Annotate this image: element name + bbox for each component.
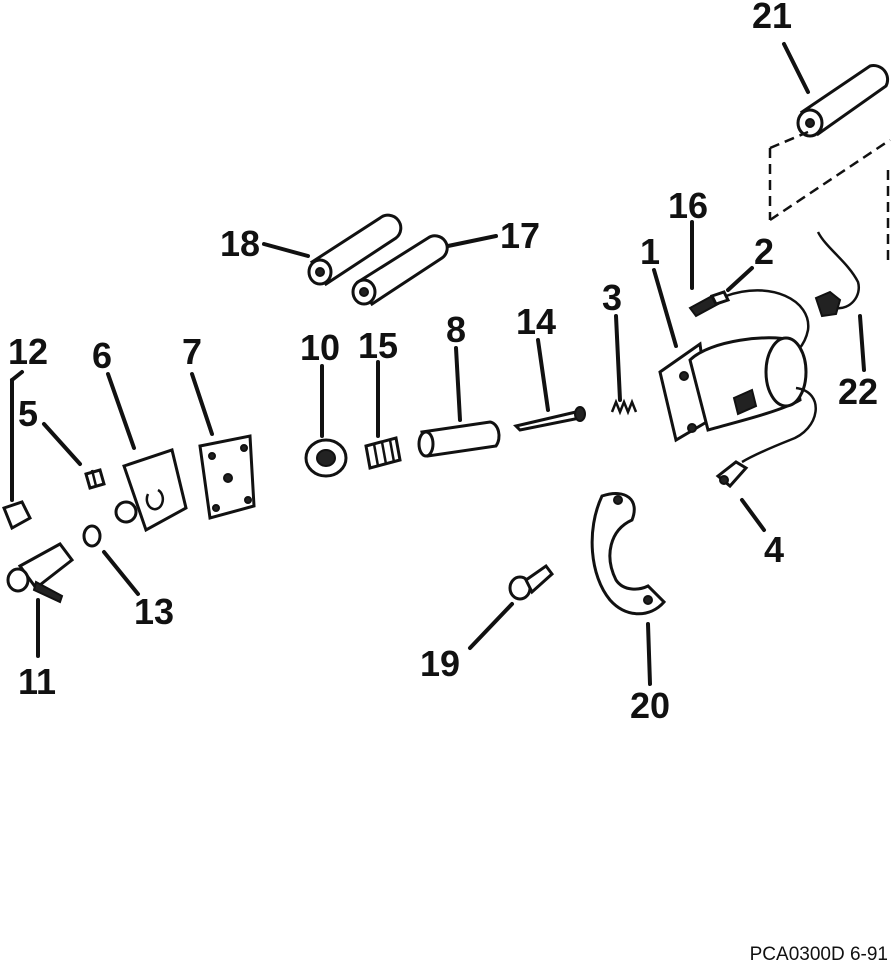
part-19-drawing <box>508 563 555 601</box>
callout-14: 14 <box>516 301 556 342</box>
part-6-drawing <box>114 448 188 533</box>
callout-4: 4 <box>764 529 784 570</box>
drawing-code: PCA0300D 6-91 <box>749 944 888 965</box>
part-3-drawing <box>610 398 638 416</box>
leader-lines <box>10 42 866 686</box>
callout-labels: 21 18 17 16 2 1 3 14 8 15 10 7 6 12 5 13… <box>8 0 878 726</box>
part-4-drawing <box>715 386 817 489</box>
callout-12: 12 <box>8 331 48 372</box>
callout-1: 1 <box>640 231 660 272</box>
callout-6: 6 <box>92 335 112 376</box>
part-15-drawing <box>364 436 402 470</box>
part-22-drawing <box>814 231 861 318</box>
part-7-drawing <box>198 434 256 520</box>
part-11-drawing <box>6 542 75 604</box>
callout-19: 19 <box>420 643 460 684</box>
connector-lines-21 <box>768 130 891 260</box>
callout-20: 20 <box>630 685 670 726</box>
callout-5: 5 <box>18 393 38 434</box>
callout-16: 16 <box>668 185 708 226</box>
callout-11: 11 <box>18 661 56 702</box>
callout-15: 15 <box>358 325 398 366</box>
part-8-drawing <box>417 420 501 458</box>
callout-13: 13 <box>134 591 174 632</box>
part-20-drawing <box>590 492 667 616</box>
callout-21: 21 <box>752 0 792 36</box>
callout-8: 8 <box>446 309 466 350</box>
callout-7: 7 <box>182 331 202 372</box>
part-1-drawing <box>658 336 808 443</box>
part-17-drawing <box>351 234 449 307</box>
callout-18: 18 <box>220 223 260 264</box>
callout-22: 22 <box>838 371 878 412</box>
callout-2: 2 <box>754 231 774 272</box>
callout-3: 3 <box>602 277 622 318</box>
part-13-drawing <box>82 524 102 548</box>
callout-10: 10 <box>300 327 340 368</box>
callout-17: 17 <box>500 215 540 256</box>
part-14-drawing <box>513 406 586 432</box>
part-12-drawing <box>2 500 32 531</box>
part-21-drawing <box>796 64 890 138</box>
part-18-drawing <box>307 213 403 287</box>
part-5-drawing <box>84 468 106 490</box>
part-10-drawing <box>304 438 348 478</box>
